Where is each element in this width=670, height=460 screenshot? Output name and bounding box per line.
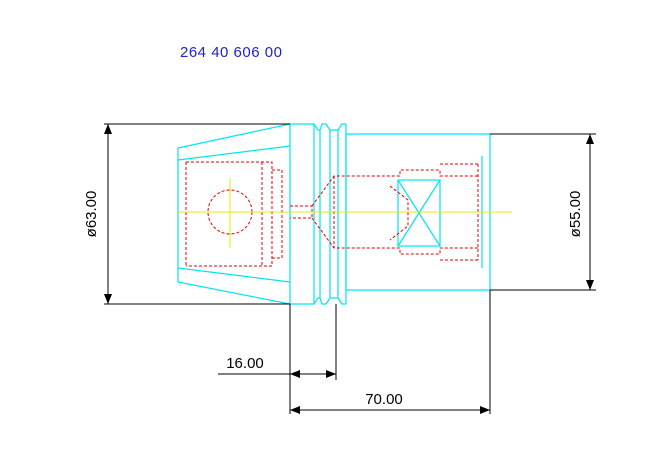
dim-diameter-55: ø55.00 — [567, 191, 584, 238]
part-outline — [177, 123, 491, 305]
part-number-label: 264 40 606 00 — [180, 44, 283, 61]
centerlines — [178, 178, 512, 248]
cross-hole-square — [397, 179, 441, 247]
dimensions — [104, 123, 596, 414]
dim-diameter-63: ø63.00 — [83, 191, 100, 238]
dim-length-16: 16.00 — [226, 355, 264, 372]
taper-body-outline — [177, 123, 291, 305]
dim-length-70: 70.00 — [365, 391, 403, 408]
flange-outline — [290, 123, 315, 305]
